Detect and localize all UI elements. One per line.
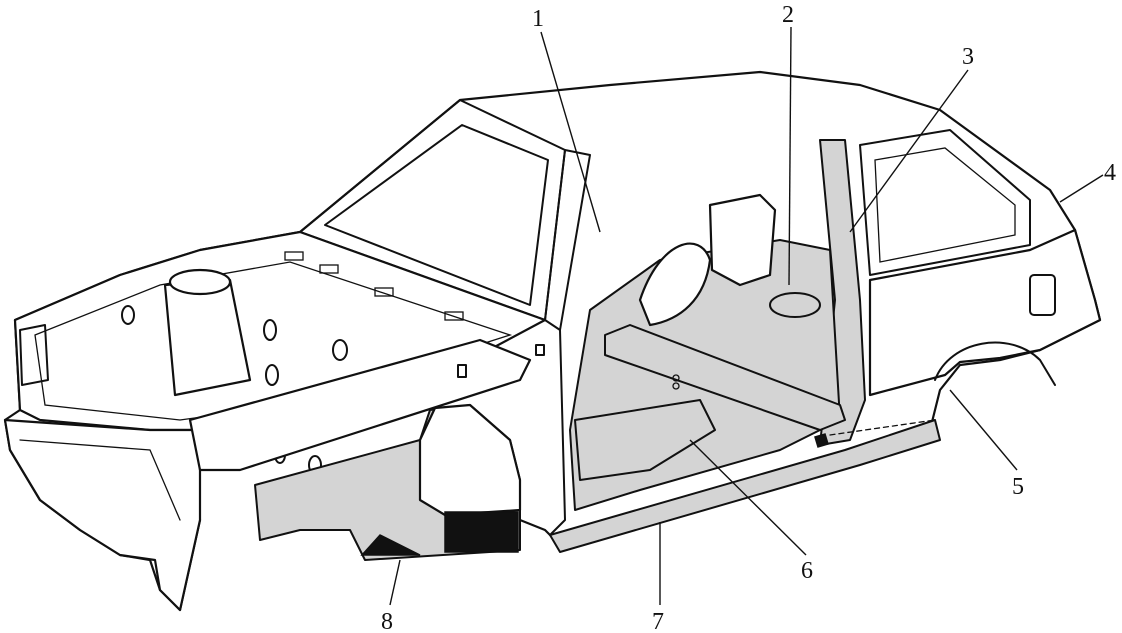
cowl-slot-3 (374, 287, 394, 297)
callout-5: 5 (1012, 474, 1024, 500)
rear-wheel-arch (934, 341, 1056, 386)
rear-quarter-window (859, 129, 1031, 276)
rocker-panel-dash (829, 419, 936, 436)
callout-6: 6 (801, 558, 813, 584)
cowl-slot-1 (284, 251, 304, 261)
windshield-opening (324, 124, 549, 306)
rear-seat (708, 193, 777, 287)
door-hinge-mark (814, 433, 829, 448)
callout-3: 3 (962, 44, 974, 70)
floor-hole (769, 292, 821, 318)
leader-line-4 (1059, 174, 1104, 203)
callout-2: 2 (782, 2, 794, 28)
callout-numbers: 1 2 3 4 5 6 7 8 (381, 2, 1116, 633)
leader-line-8 (389, 559, 401, 606)
leader-line-1 (540, 31, 601, 233)
leader-line-2 (788, 26, 792, 286)
leader-line-3 (849, 69, 969, 233)
reinforcement-pad-dark (360, 534, 421, 556)
strut-tower-top (168, 268, 232, 296)
door-opening-front (549, 329, 566, 536)
leader-line-6 (689, 439, 807, 556)
floor-cross-member (604, 324, 846, 431)
floor-fitting-1 (672, 374, 680, 382)
headlight-panel (19, 324, 49, 386)
front-rail-inner (19, 439, 181, 521)
car-body-illustration (3, 70, 1102, 612)
firewall-hole-1 (263, 319, 277, 341)
firewall-hole-3 (332, 339, 348, 361)
cowl-slot-2 (319, 264, 339, 274)
rear-quarter-panel (868, 228, 1102, 397)
cowl-slot-4 (444, 311, 464, 321)
rear-window-inner (874, 147, 1016, 263)
callout-8: 8 (381, 609, 393, 633)
reinforcement-block-dark (444, 511, 519, 553)
callout-4: 4 (1104, 160, 1116, 186)
callout-1: 1 (532, 6, 544, 32)
cowl-fitting (535, 344, 545, 356)
firewall-hole-4 (121, 305, 135, 325)
front-seat-back (638, 242, 712, 327)
front-bumper-beam (3, 418, 202, 612)
heel-board (574, 399, 716, 481)
wheelhouse-apron-white (418, 403, 522, 517)
firewall-hole-2 (265, 364, 279, 386)
dash-fitting (457, 364, 467, 378)
leader-line-5 (949, 389, 1018, 471)
fuel-door (1029, 274, 1056, 316)
front-longitudinal-rail (188, 338, 532, 472)
callout-7: 7 (652, 609, 664, 633)
rocker-panel (549, 419, 941, 553)
leader-lines (389, 26, 1104, 606)
floor-fitting-2 (672, 382, 680, 390)
